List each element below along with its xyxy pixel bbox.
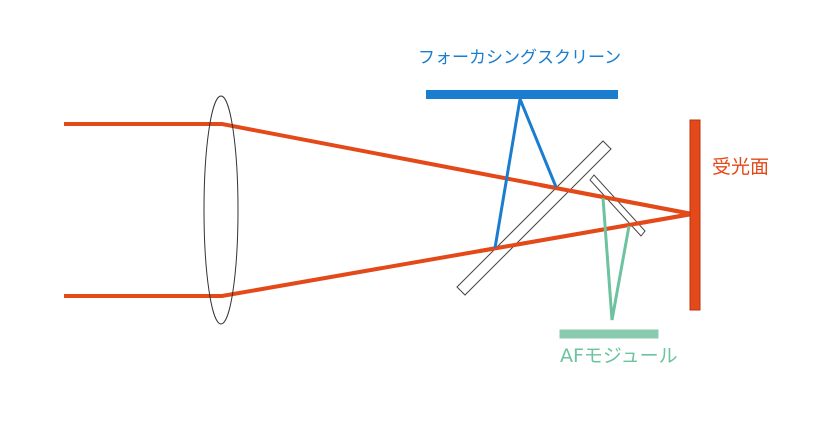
focusing-screen-bar [426, 90, 618, 99]
lens [203, 95, 239, 325]
sensor-label: 受光面 [712, 156, 770, 178]
af-module-bar [559, 329, 659, 339]
lower-light-ray [64, 212, 693, 298]
focusing-screen-ray [493, 93, 558, 249]
af-module-label: AFモジュール [560, 345, 678, 367]
rays-through-mirror [479, 183, 693, 253]
main-mirror [456, 140, 612, 296]
sub-mirror [589, 174, 646, 237]
upper-light-ray [64, 122, 693, 216]
af-module-ray [601, 197, 631, 321]
sensor-plane [689, 119, 701, 311]
lower-ray-through-mirror [479, 212, 693, 253]
focusing-screen-label: フォーカシングスクリーン [418, 48, 622, 68]
upper-ray-through-mirror [539, 183, 693, 216]
